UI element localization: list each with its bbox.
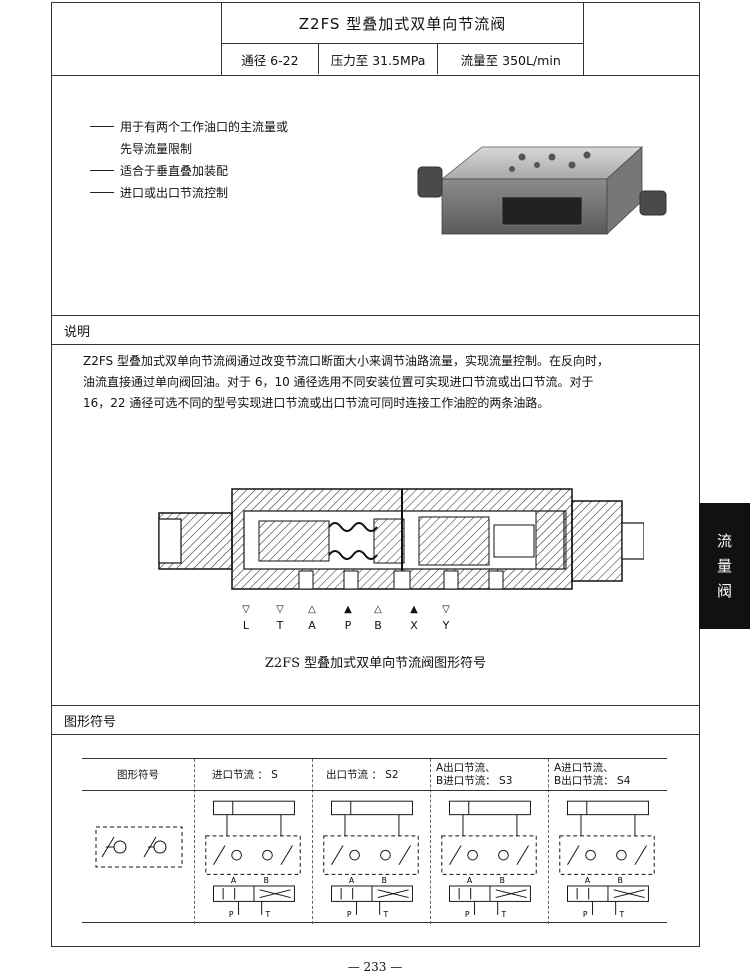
page-frame: Z2FS 型叠加式双单向节流阀 通径 6-22 压力至 31.5MPa 流量至 … [51,2,700,947]
port-x: ▲X [410,604,418,632]
throttle-symbol-3: A B P T [441,800,537,919]
header-rule [52,75,699,76]
symbol-port-label: P [347,910,352,919]
throttle-symbol-2: A B P T [323,800,419,919]
throttle-symbol-4: A B P T [559,800,655,919]
description-section-title: 说明 [52,315,699,345]
port-l: ▽L [242,604,250,632]
port-p: ▲P [344,604,352,632]
column-divider [312,759,313,924]
header-blank-cell [52,3,222,75]
side-tab-char: 阀 [716,581,732,600]
port-a: △A [308,604,316,632]
description-text: Z2FS 型叠加式双单向节流阀通过改变节流口断面大小来调节油路流量，实现流量控制… [83,351,683,414]
symbol-port-label: B [382,876,387,885]
description-line: 油流直接通过单向阀回油。对于 6，10 通径选用不同安装位置可实现进口节流或出口… [83,375,594,389]
throttle-symbol-1: A B P T [205,800,301,919]
feature-text: 进口或出口节流控制 [120,186,229,200]
spec-size: 通径 6-22 [222,44,319,74]
page-number: — 233 — [347,960,403,974]
column-divider [194,759,195,924]
feature-item: 先导流量限制 [90,138,288,160]
header-block: Z2FS 型叠加式双单向节流阀 通径 6-22 压力至 31.5MPa 流量至 … [222,3,584,75]
spec-pressure: 压力至 31.5MPa [319,44,439,74]
description-line: Z2FS 型叠加式双单向节流阀通过改变节流口断面大小来调节油路流量，实现流量控制… [83,354,609,368]
symbol-port-label: P [583,910,588,919]
symbol-port-label: A [349,876,355,885]
diagram-caption: Z2FS 型叠加式双单向节流阀图形符号 [264,656,487,671]
port-labels: ▽L ▽T △A ▲P △B ▲X ▽Y [237,603,467,635]
symbol-port-label: T [383,910,389,919]
category-side-tab[interactable]: 流 量 阀 [699,503,750,629]
symbol-port-label: B [264,876,269,885]
feature-text: 适合于垂直叠加装配 [120,164,229,178]
s3-header: A出口节流、B进口节流： S3 [430,759,548,791]
symbol-port-label: T [501,910,507,919]
column-divider [548,759,549,924]
port-t: ▽T [276,604,284,632]
cross-section-diagram [158,488,644,590]
symbol-port-label: A [585,876,591,885]
symbol-port-label: P [465,910,470,919]
symbol-section-title: 图形符号 [52,705,699,735]
valve-photo [417,146,667,235]
generic-symbol [95,826,183,868]
symbol-port-label: T [265,910,271,919]
page-title: Z2FS 型叠加式双单向节流阀 [222,3,583,44]
description-line: 16，22 通径可选不同的型号实现进口节流或出口节流可同时连接工作油腔的两条油路… [83,396,550,410]
symbol-header: 图形符号 [82,759,194,791]
feature-item: 用于有两个工作油口的主流量或 [90,116,288,138]
spec-flow: 流量至 350L/min [460,52,561,68]
spec-row: 通径 6-22 压力至 31.5MPa 流量至 350L/min [222,44,583,74]
port-b: △B [374,604,382,632]
feature-item: 适合于垂直叠加装配 [90,160,288,182]
symbol-port-label: T [619,910,625,919]
symbol-port-label: P [229,910,234,919]
feature-list: 用于有两个工作油口的主流量或 先导流量限制 适合于垂直叠加装配 进口或出口节流控… [90,116,288,204]
port-y: ▽Y [442,604,450,632]
feature-text: 先导流量限制 [120,142,193,156]
symbol-port-label: A [231,876,237,885]
feature-text: 用于有两个工作油口的主流量或 [120,120,289,134]
outlet-header: 出口节流 ： S2 [312,759,430,791]
symbol-port-label: A [467,876,473,885]
symbol-port-label: B [618,876,623,885]
column-divider [430,759,431,924]
s4-header: A进口节流、B出口节流： S4 [548,759,667,791]
dash-mark [90,160,120,182]
side-tab-char: 流 [716,531,732,550]
side-tab-char: 量 [716,556,732,575]
inlet-header: 进口节流 ： S [194,759,312,791]
dash-mark [90,182,120,204]
symbol-table: 图形符号 进口节流 ： S 出口节流 ： S2 A出口节流、B进口节流： S3 … [82,758,667,924]
symbol-port-label: B [500,876,505,885]
feature-item: 进口或出口节流控制 [90,182,288,204]
dash-mark [90,116,120,138]
